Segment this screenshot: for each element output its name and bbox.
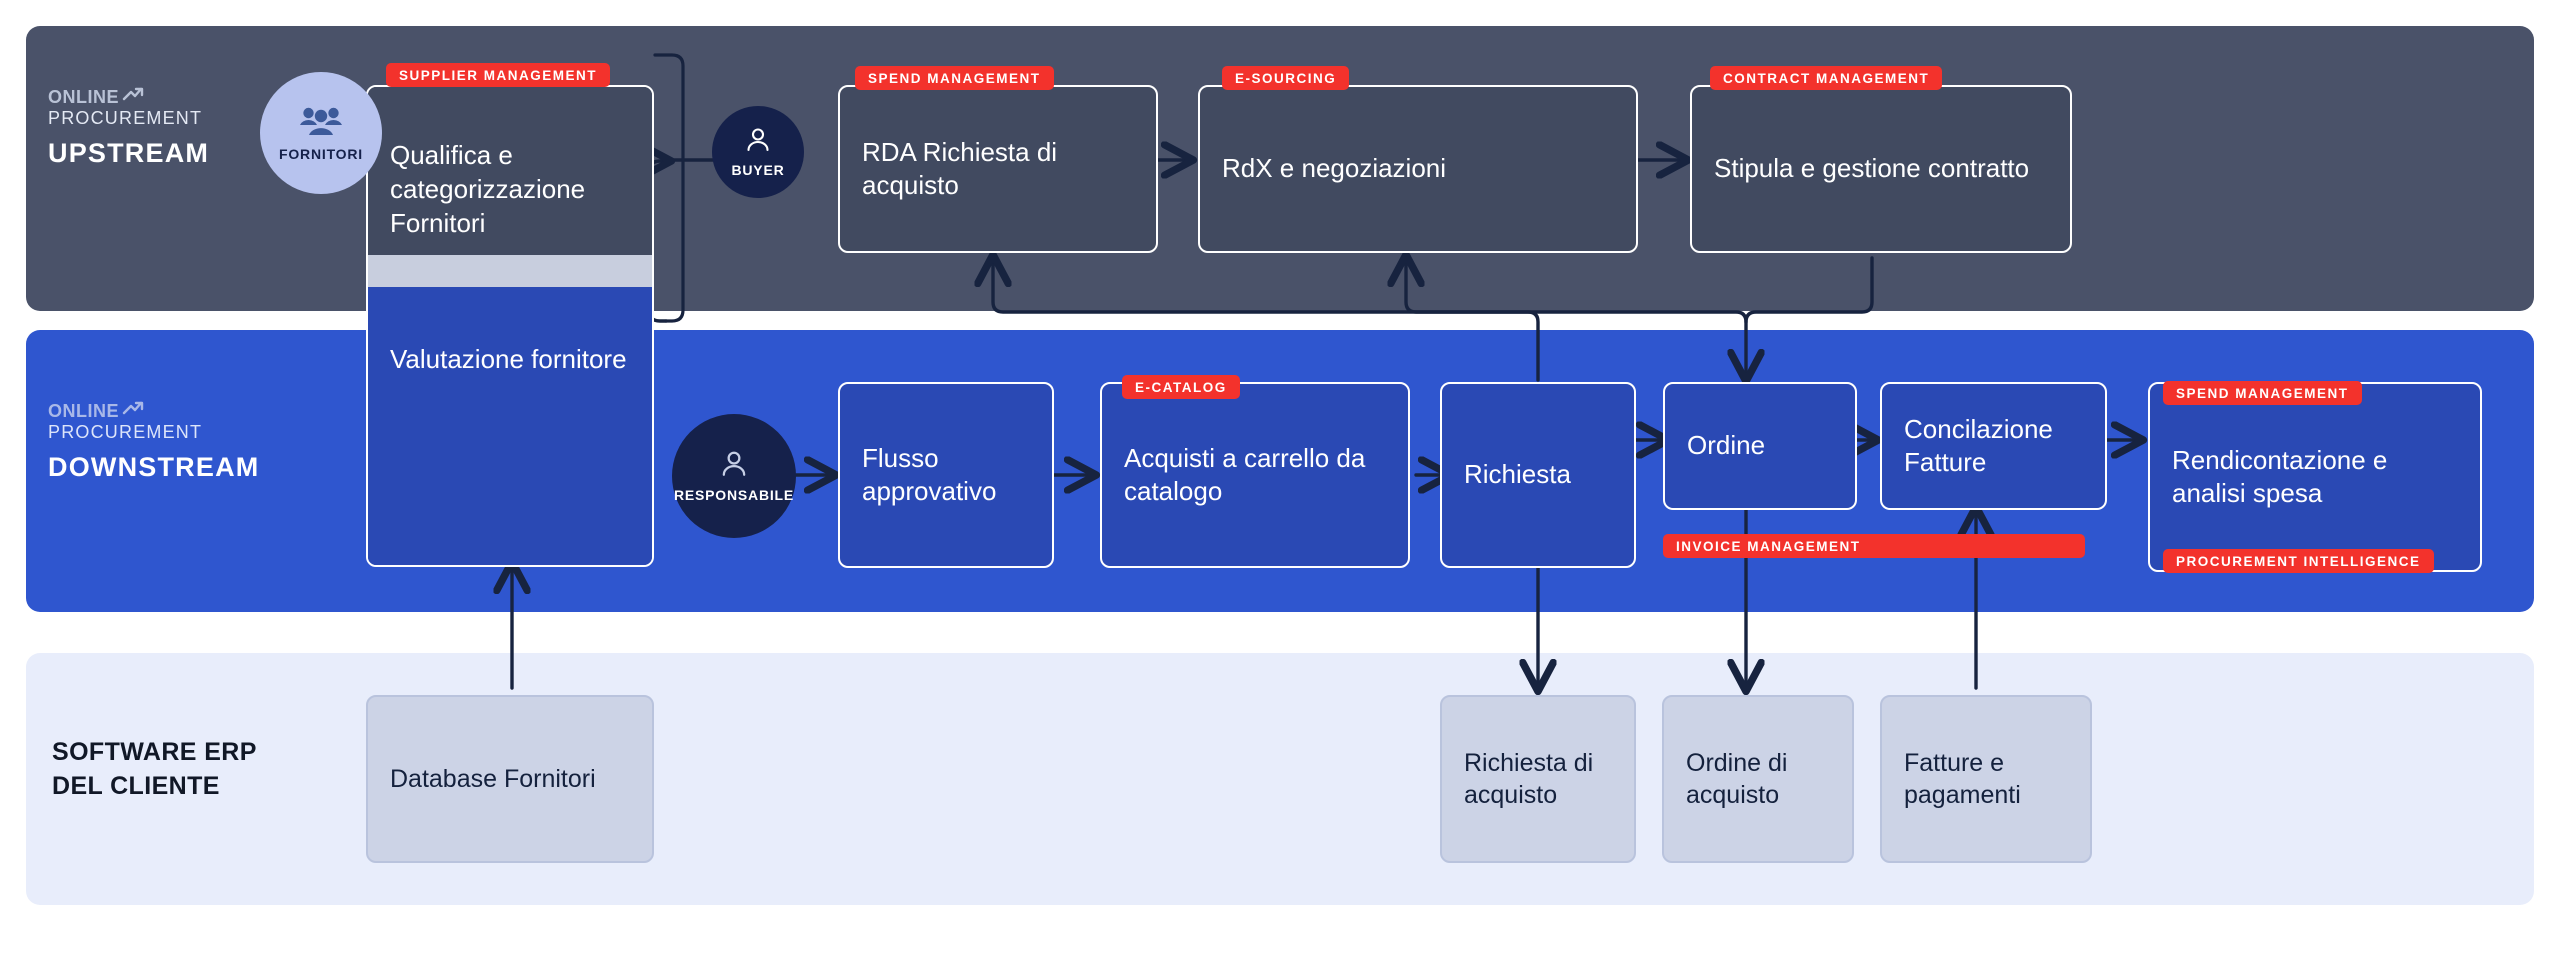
persona-responsabile-label: RESPONSABILE (673, 487, 795, 503)
node-flusso-label: Flusso approvativo (862, 442, 997, 506)
person-icon (744, 126, 772, 159)
node-rendicontazione[interactable]: Rendicontazione e analisi spesa (2148, 382, 2482, 572)
node-erp-fatture-label: Fatture e pagamenti (1904, 749, 2021, 809)
tag-spend-management-downstream: SPEND MANAGEMENT (2163, 381, 2362, 405)
node-erp-ordine[interactable]: Ordine di acquisto (1662, 695, 1854, 863)
downstream-band-name: DOWNSTREAM (48, 451, 260, 482)
persona-buyer[interactable]: BUYER (712, 106, 804, 198)
node-richiesta-label: Richiesta (1464, 459, 1571, 490)
node-ecatalog[interactable]: Acquisti a carrello da catalogo (1100, 382, 1410, 568)
tag-supplier-management: SUPPLIER MANAGEMENT (386, 63, 611, 87)
node-rda[interactable]: RDA Richiesta di acquisto (838, 85, 1158, 253)
upstream-band-name: UPSTREAM (48, 137, 210, 168)
persona-responsabile[interactable]: RESPONSABILE (672, 414, 796, 538)
node-rdx[interactable]: RdX e negoziazioni (1198, 85, 1638, 253)
node-concilazione-label: Concilazione Fatture (1904, 413, 2053, 477)
downstream-logo: ONLINE (48, 400, 259, 421)
persona-buyer-label: BUYER (731, 162, 785, 178)
upstream-logo: ONLINE (48, 86, 209, 107)
persona-fornitori[interactable]: FORNITORI (260, 72, 382, 194)
node-erp-database[interactable]: Database Fornitori (366, 695, 654, 863)
tag-spend-management-upstream: SPEND MANAGEMENT (855, 66, 1054, 90)
spanner-upstream-half (368, 87, 652, 255)
users-icon (299, 104, 343, 143)
node-flusso-approvativo[interactable]: Flusso approvativo (838, 382, 1054, 568)
spanner-gap (368, 255, 652, 287)
node-qualifica-label: Qualifica e categorizzazione Fornitori (390, 140, 586, 238)
node-rda-label: RDA Richiesta di acquisto (862, 136, 1058, 200)
wire-qualifica-side (653, 53, 685, 323)
node-erp-richiesta[interactable]: Richiesta di acquisto (1440, 695, 1636, 863)
node-contratto[interactable]: Stipula e gestione contratto (1690, 85, 2072, 253)
growth-arrow-icon (122, 400, 144, 421)
upstream-logo-sub: PROCUREMENT (48, 108, 203, 128)
node-erp-ordine-label: Ordine di acquisto (1686, 749, 1788, 809)
arrow-contract-to-ordine (1746, 256, 1874, 378)
arrow-ordine-up-to-rdx (1406, 258, 1748, 324)
tag-procurement-intelligence: PROCUREMENT INTELLIGENCE (2163, 549, 2434, 573)
node-ordine[interactable]: Ordine (1663, 382, 1857, 510)
spanner-downstream-half (368, 287, 652, 565)
node-richiesta[interactable]: Richiesta (1440, 382, 1636, 568)
node-erp-richiesta-label: Richiesta di acquisto (1464, 749, 1594, 809)
node-ordine-label: Ordine (1687, 430, 1766, 461)
downstream-logo-sub: PROCUREMENT (48, 422, 203, 442)
node-concilazione[interactable]: Concilazione Fatture (1880, 382, 2107, 510)
node-ecatalog-label: Acquisti a carrello da catalogo (1124, 442, 1366, 506)
node-valutazione-label: Valutazione fornitore (390, 344, 627, 374)
persona-fornitori-label: FORNITORI (279, 146, 363, 162)
growth-arrow-icon (122, 86, 144, 107)
erp-title-line1: SOFTWARE ERP (52, 738, 257, 766)
erp-band-title: SOFTWARE ERP DEL CLIENTE (52, 736, 257, 804)
tag-contract-management: CONTRACT MANAGEMENT (1710, 66, 1943, 90)
node-erp-database-label: Database Fornitori (390, 765, 596, 793)
node-rendicontazione-label: Rendicontazione e analisi spesa (2172, 444, 2388, 508)
node-rdx-label: RdX e negoziazioni (1222, 153, 1447, 184)
erp-title-line2: DEL CLIENTE (52, 771, 220, 800)
tag-e-catalog: E-CATALOG (1122, 375, 1240, 399)
arrow-richiesta-to-rda (993, 258, 1540, 382)
node-qualifica-valutazione[interactable]: Qualifica e categorizzazione Fornitori V… (366, 85, 654, 567)
tag-invoice-management: INVOICE MANAGEMENT (1663, 534, 2085, 558)
person-icon (719, 449, 749, 484)
downstream-band-title: ONLINE PROCUREMENT DOWNSTREAM (48, 400, 259, 483)
upstream-band-title: ONLINE PROCUREMENT UPSTREAM (48, 86, 209, 169)
tag-e-sourcing: E-SOURCING (1222, 66, 1350, 90)
upstream-logo-text: ONLINE (48, 86, 120, 107)
node-erp-fatture[interactable]: Fatture e pagamenti (1880, 695, 2092, 863)
node-contratto-label: Stipula e gestione contratto (1714, 153, 2030, 184)
downstream-logo-text: ONLINE (48, 400, 120, 421)
